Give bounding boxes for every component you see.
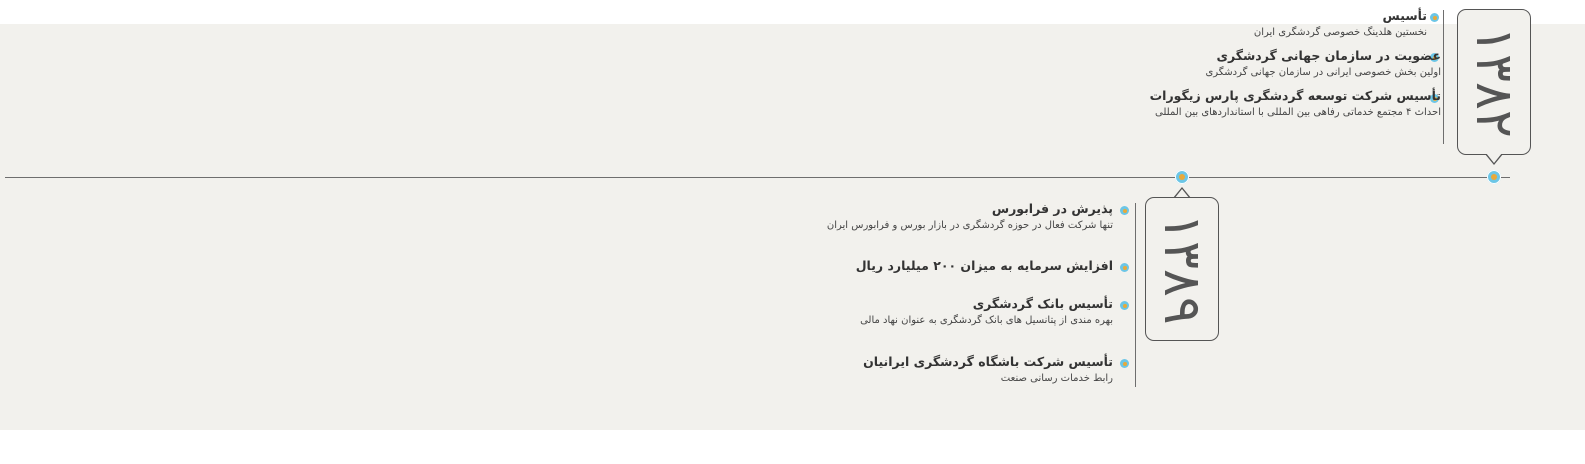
event-title: عضویت در سازمان جهانی گردشگری	[1216, 48, 1441, 63]
year-box-pointer	[1173, 187, 1191, 199]
timeline-panel	[0, 24, 1585, 430]
event-desc: بهره مندی از پتانسیل های بانک گردشگری به…	[860, 315, 1113, 326]
event-desc: رابط خدمات رسانی صنعت	[1000, 373, 1113, 384]
event-item: تأسیس شرکت توسعه گردشگری پارس زیگورات اح…	[1150, 88, 1441, 120]
event-item: تأسیس شرکت باشگاه گردشگری ایرانیان رابط …	[863, 354, 1113, 386]
event-title: تأسیس شرکت توسعه گردشگری پارس زیگورات	[1149, 88, 1441, 103]
event-desc: احداث ۴ مجتمع خدماتی رفاهی بین المللی با…	[1155, 107, 1441, 118]
event-bullet-icon	[1430, 94, 1439, 103]
event-item: پذیرش در فرابورس تنها شرکت فعال در حوزه …	[827, 201, 1113, 233]
event-bullet-icon	[1430, 13, 1439, 22]
year-label: ۱۳۸۹	[1152, 213, 1212, 325]
event-title: تأسیس شرکت باشگاه گردشگری ایرانیان	[863, 354, 1113, 369]
event-title: افزایش سرمایه به میزان ۲۰۰ میلیارد ریال	[855, 258, 1113, 273]
event-bullet-icon	[1120, 301, 1129, 310]
event-bullet-icon	[1120, 206, 1129, 215]
event-desc: اولین بخش خصوصی ایرانی در سازمان جهانی گ…	[1205, 67, 1441, 78]
event-bullet-icon	[1120, 263, 1129, 272]
year-box-pointer	[1485, 153, 1503, 165]
event-bullet-icon	[1430, 53, 1439, 62]
event-title: تأسیس بانک گردشگری	[972, 296, 1113, 311]
event-desc: نخستین هلدینگ خصوصی گردشگری ایران	[1253, 27, 1427, 38]
event-title: پذیرش در فرابورس	[991, 201, 1113, 216]
event-item: افزایش سرمایه به میزان ۲۰۰ میلیارد ریال	[856, 258, 1113, 274]
timeline-node-1389[interactable]	[1175, 170, 1189, 184]
event-item: تأسیس نخستین هلدینگ خصوصی گردشگری ایران	[1254, 8, 1427, 40]
timeline-axis	[5, 177, 1510, 178]
year-box-1389: ۱۳۸۹	[1145, 197, 1219, 341]
period-divider	[1135, 203, 1136, 387]
event-item: تأسیس بانک گردشگری بهره مندی از پتانسیل …	[860, 296, 1113, 328]
period-divider	[1443, 10, 1444, 144]
event-bullet-icon	[1120, 359, 1129, 368]
timeline-node-1382[interactable]	[1487, 170, 1501, 184]
year-box-1382: ۱۳۸۲	[1457, 9, 1531, 155]
event-item: عضویت در سازمان جهانی گردشگری اولین بخش …	[1205, 48, 1441, 80]
event-desc: تنها شرکت فعال در حوزه گردشگری در بازار …	[826, 220, 1113, 231]
year-label: ۱۳۸۲	[1464, 26, 1524, 138]
event-title: تأسیس	[1382, 8, 1427, 23]
